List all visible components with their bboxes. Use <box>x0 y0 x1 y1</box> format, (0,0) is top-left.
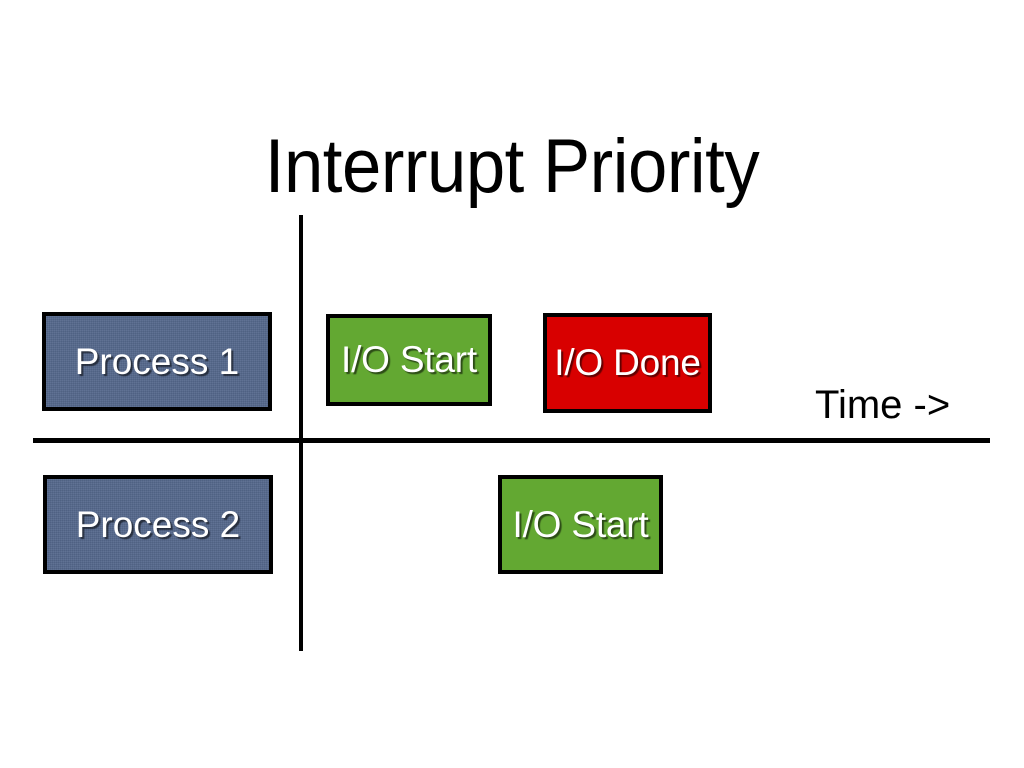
time-axis-label: Time -> <box>815 383 951 427</box>
process-1-io-done-label: I/O Done <box>554 342 701 383</box>
process-separator-line <box>33 438 990 443</box>
process-2-block[interactable]: Process 2 <box>43 475 273 574</box>
page-title: Interrupt Priority <box>264 123 760 209</box>
process-1-label: Process 1 <box>74 340 240 382</box>
process-1-io-done-block[interactable]: I/O Done <box>543 313 712 413</box>
process-1-io-start-block[interactable]: I/O Start <box>326 314 492 406</box>
process-2-io-start-block[interactable]: I/O Start <box>498 475 663 574</box>
process-1-io-start-label: I/O Start <box>341 339 477 380</box>
process-1-block[interactable]: Process 1 <box>42 312 272 411</box>
process-2-io-start-label: I/O Start <box>512 503 649 545</box>
interrupt-boundary-line <box>299 215 303 651</box>
process-2-label: Process 2 <box>75 503 241 545</box>
